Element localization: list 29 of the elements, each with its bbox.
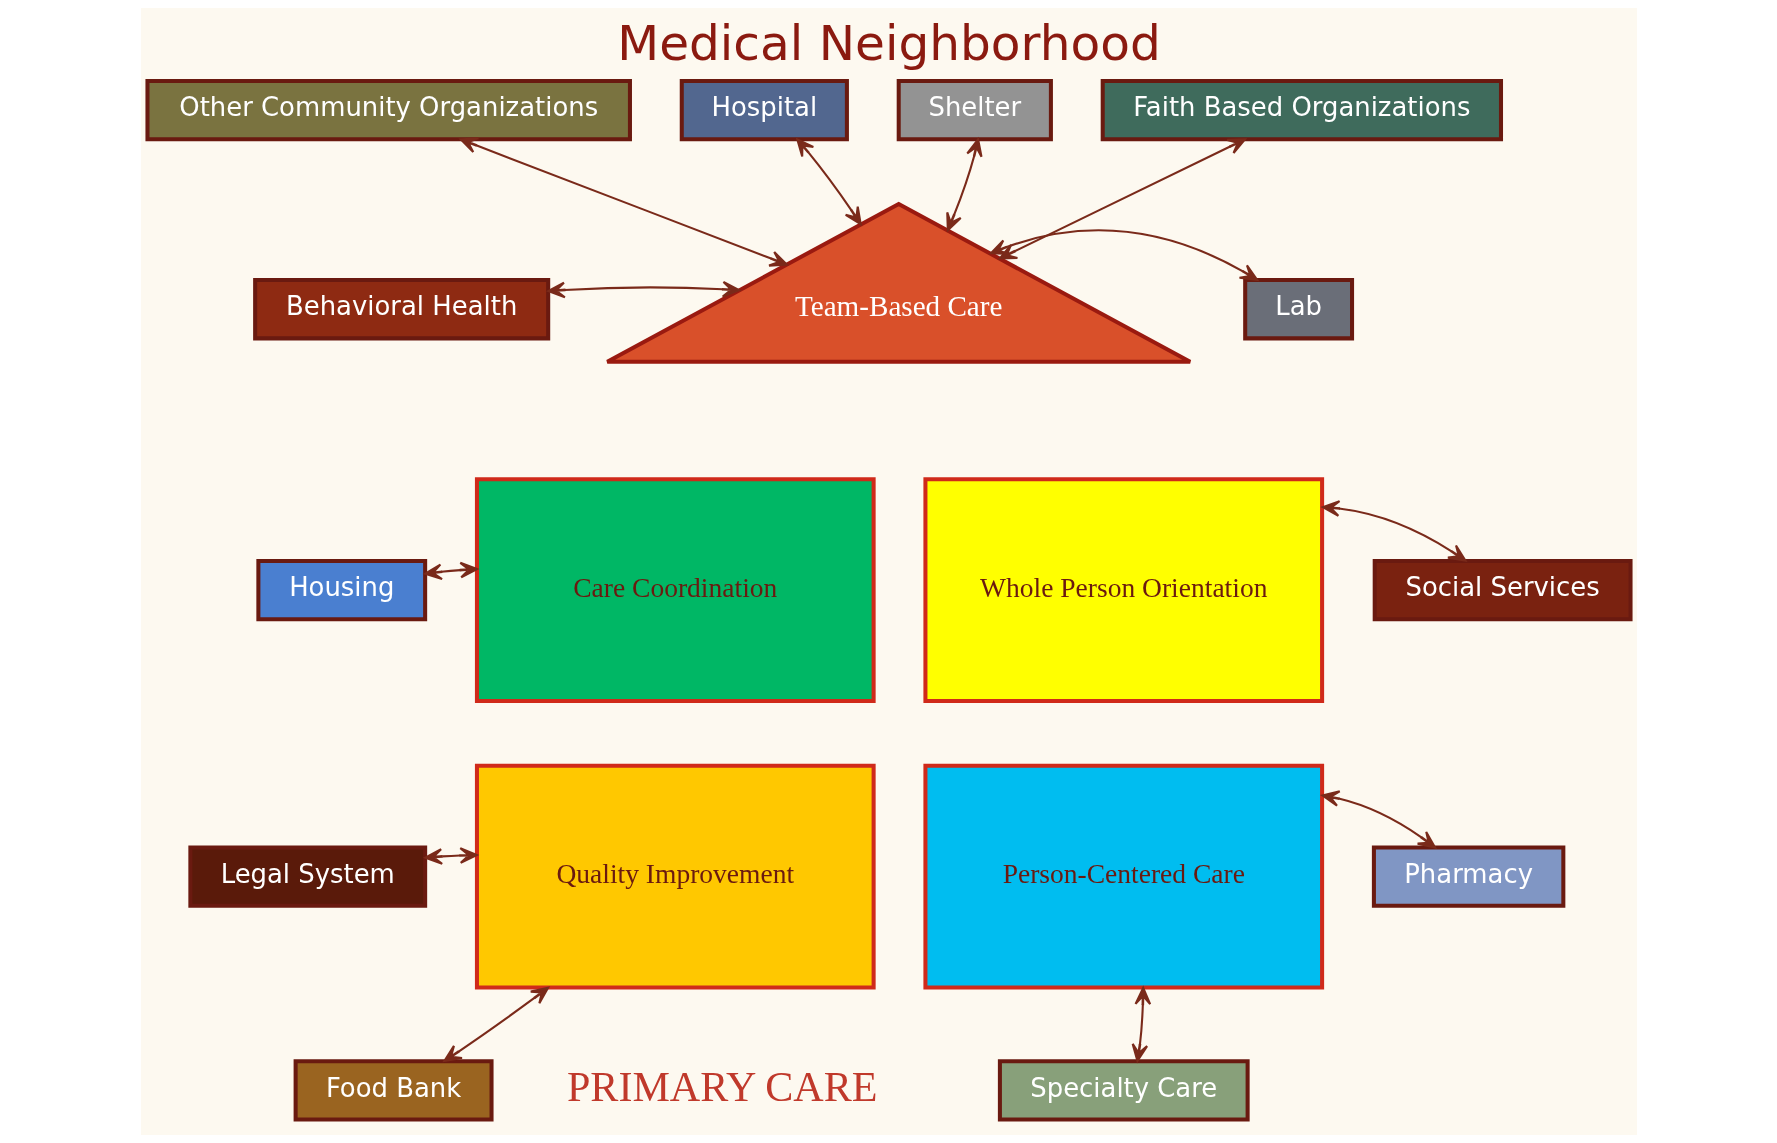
arrow [945, 138, 983, 232]
node-box: Behavioral Health [252, 278, 550, 341]
node-box: Person-Centered Care [922, 763, 1324, 990]
arrow [442, 986, 549, 1062]
arrow [1131, 986, 1151, 1062]
arrow [1320, 790, 1436, 849]
node-box: Social Services [1372, 558, 1633, 622]
arrow [795, 138, 862, 226]
node-box: Shelter [896, 78, 1053, 142]
diagram-title: Medical Neighborhood [616, 14, 1161, 71]
node-box: Housing [255, 558, 427, 622]
node-box: Hospital [679, 78, 849, 142]
arrow [423, 561, 478, 581]
label: PRIMARY CARE [566, 1062, 878, 1110]
node-box: Food Bank [293, 1059, 494, 1122]
arrow [459, 137, 788, 267]
node-box: Quality Improvement [474, 763, 876, 990]
node-box: Faith Based Organizations [1100, 78, 1503, 142]
node-box: Whole Person Orientation [922, 477, 1324, 704]
arrow [546, 280, 740, 299]
arrow [989, 229, 1258, 281]
node-box: Specialty Care [997, 1059, 1250, 1122]
arrow [423, 847, 478, 865]
arrow [1321, 500, 1466, 562]
node-box: Lab [1242, 278, 1354, 341]
node-box: Pharmacy [1371, 845, 1565, 908]
node-box: Care Coordination [474, 477, 876, 704]
node-box: Legal System [187, 845, 427, 908]
node-box: Other Community Organizations [144, 78, 632, 142]
